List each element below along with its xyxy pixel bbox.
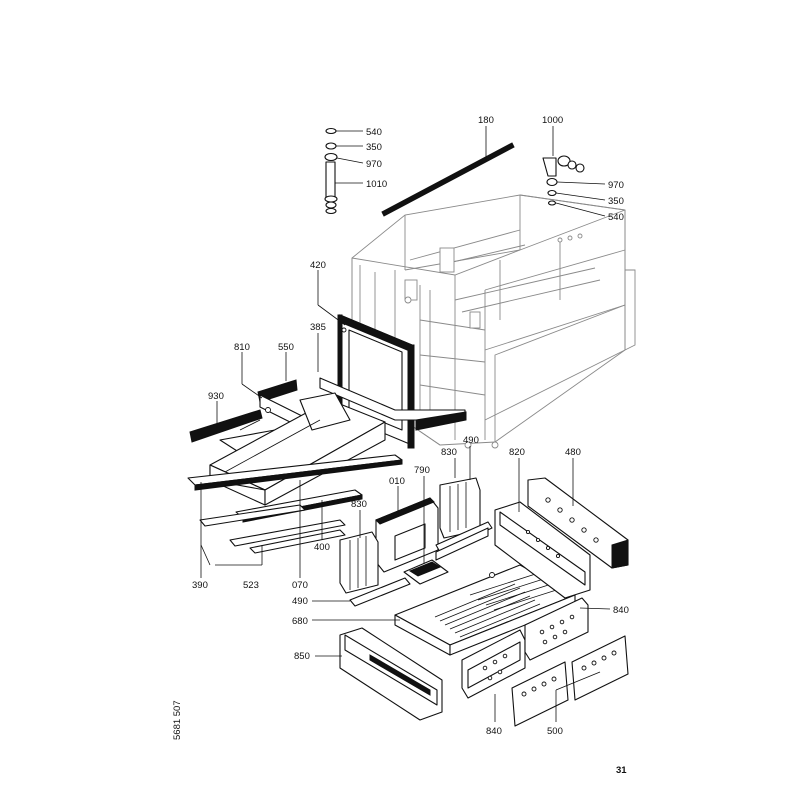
label-540-top: 540 bbox=[366, 127, 382, 138]
label-070: 070 bbox=[292, 580, 308, 591]
pipe-assembly-right bbox=[542, 155, 585, 206]
cover-plates-500 bbox=[511, 635, 629, 727]
label-970-top: 970 bbox=[366, 159, 382, 170]
label-550: 550 bbox=[278, 342, 294, 353]
label-850: 850 bbox=[294, 651, 310, 662]
cabinet-frame bbox=[351, 194, 636, 449]
label-970-right: 970 bbox=[608, 180, 624, 191]
label-1000: 1000 bbox=[542, 115, 563, 126]
front-panel-850 bbox=[339, 627, 443, 721]
label-810: 810 bbox=[234, 342, 250, 353]
floor-panel-385 bbox=[319, 377, 467, 431]
strip-490 bbox=[349, 521, 493, 607]
pipe-assembly-left bbox=[324, 127, 338, 215]
front-panel-840-right bbox=[524, 597, 589, 661]
label-490-left: 490 bbox=[292, 596, 308, 607]
grille-tray-680 bbox=[394, 564, 576, 656]
leader-lines bbox=[200, 126, 611, 722]
module-010 bbox=[375, 497, 439, 573]
label-400: 400 bbox=[314, 542, 330, 553]
part-790 bbox=[403, 476, 449, 585]
label-930: 930 bbox=[208, 391, 224, 402]
panel-480 bbox=[527, 477, 629, 569]
label-010: 010 bbox=[389, 476, 405, 487]
module-830-left bbox=[339, 531, 379, 594]
label-350-top: 350 bbox=[366, 142, 382, 153]
label-420: 420 bbox=[310, 260, 326, 271]
front-panel-840-bottom bbox=[461, 629, 526, 699]
label-523: 523 bbox=[243, 580, 259, 591]
drawing-code: 5681 507 bbox=[172, 700, 183, 740]
part-labels: 540 350 970 1010 180 1000 970 350 540 42… bbox=[192, 115, 629, 737]
label-480: 480 bbox=[565, 447, 581, 458]
label-830-left: 830 bbox=[351, 499, 367, 510]
label-1010: 1010 bbox=[366, 179, 387, 190]
rails bbox=[187, 454, 403, 554]
label-840-right: 840 bbox=[613, 605, 629, 616]
label-385: 385 bbox=[310, 322, 326, 333]
label-790: 790 bbox=[414, 465, 430, 476]
label-490-top: 490 bbox=[463, 435, 479, 446]
label-830-top: 830 bbox=[441, 447, 457, 458]
label-390: 390 bbox=[192, 580, 208, 591]
label-820: 820 bbox=[509, 447, 525, 458]
panel-820 bbox=[494, 501, 591, 599]
label-500: 500 bbox=[547, 726, 563, 737]
rod-180 bbox=[381, 142, 515, 217]
label-680: 680 bbox=[292, 616, 308, 627]
page-number: 31 bbox=[616, 765, 627, 776]
label-840-bottom: 840 bbox=[486, 726, 502, 737]
label-180: 180 bbox=[478, 115, 494, 126]
label-350-right: 350 bbox=[608, 196, 624, 207]
label-540-right: 540 bbox=[608, 212, 624, 223]
